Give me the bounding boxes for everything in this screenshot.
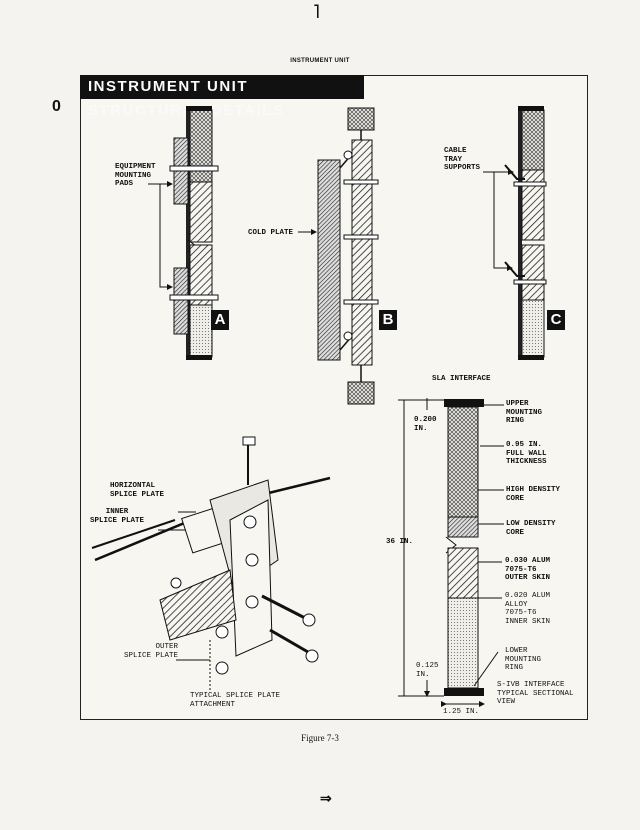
label-inner-splice: INNER SPLICE PLATE bbox=[90, 508, 145, 525]
running-header: INSTRUMENT UNIT bbox=[290, 58, 350, 64]
label-cold-plate: COLD PLATE bbox=[248, 229, 294, 237]
leader-lines bbox=[148, 169, 514, 290]
label-dim-0125: 0.125 IN. bbox=[416, 662, 439, 679]
label-outer-splice: OUTER SPLICE PLATE bbox=[124, 643, 179, 660]
label-inner-skin: 0.020 ALUM ALLOY 7075-T6 INNER SKIN bbox=[505, 592, 551, 626]
top-page-mark: ˥ bbox=[313, 2, 320, 22]
label-horizontal-splice: HORIZONTAL SPLICE PLATE bbox=[110, 482, 165, 499]
detail-b bbox=[317, 107, 379, 405]
label-width-125: 1.25 IN. bbox=[443, 708, 480, 716]
label-full-wall: 0.95 IN. FULL WALL THICKNESS bbox=[506, 441, 547, 466]
bottom-page-mark: ⇒ bbox=[320, 790, 332, 806]
label-equipment-mounting-pads: EQUIPMENT MOUNTING PADS bbox=[115, 163, 156, 188]
detail-c bbox=[504, 106, 547, 360]
label-outer-skin: 0.030 ALUM 7075-T6 OUTER SKIN bbox=[505, 557, 551, 582]
left-margin-mark: 0 bbox=[52, 98, 61, 115]
label-high-density: HIGH DENSITY CORE bbox=[506, 486, 561, 503]
label-lower-ring: LOWER MOUNTING RING bbox=[505, 647, 542, 672]
detail-a bbox=[169, 106, 219, 360]
label-s-ivb-interface: S-IVB INTERFACE TYPICAL SECTIONAL VIEW bbox=[497, 681, 574, 706]
splice-attachment bbox=[91, 436, 331, 690]
label-low-density: LOW DENSITY CORE bbox=[506, 520, 556, 537]
label-typical-splice: TYPICAL SPLICE PLATE ATTACHMENT bbox=[190, 692, 281, 709]
label-height-36: 36 IN. bbox=[386, 538, 414, 546]
detail-tag-a: A bbox=[211, 310, 229, 330]
label-upper-ring: UPPER MOUNTING RING bbox=[506, 400, 543, 425]
figure-caption: Figure 7-3 bbox=[301, 733, 339, 743]
figure-title: INSTRUMENT UNIT STRUCTURAL DETAILS bbox=[80, 75, 364, 119]
sectional-view bbox=[398, 398, 504, 707]
label-dim-0200: 0.200 IN. bbox=[414, 416, 437, 433]
detail-tag-b: B bbox=[379, 310, 397, 330]
label-sla-interface: SLA INTERFACE bbox=[432, 375, 491, 383]
label-cable-tray-supports: CABLE TRAY SUPPORTS bbox=[444, 147, 481, 172]
detail-tag-c: C bbox=[547, 310, 565, 330]
